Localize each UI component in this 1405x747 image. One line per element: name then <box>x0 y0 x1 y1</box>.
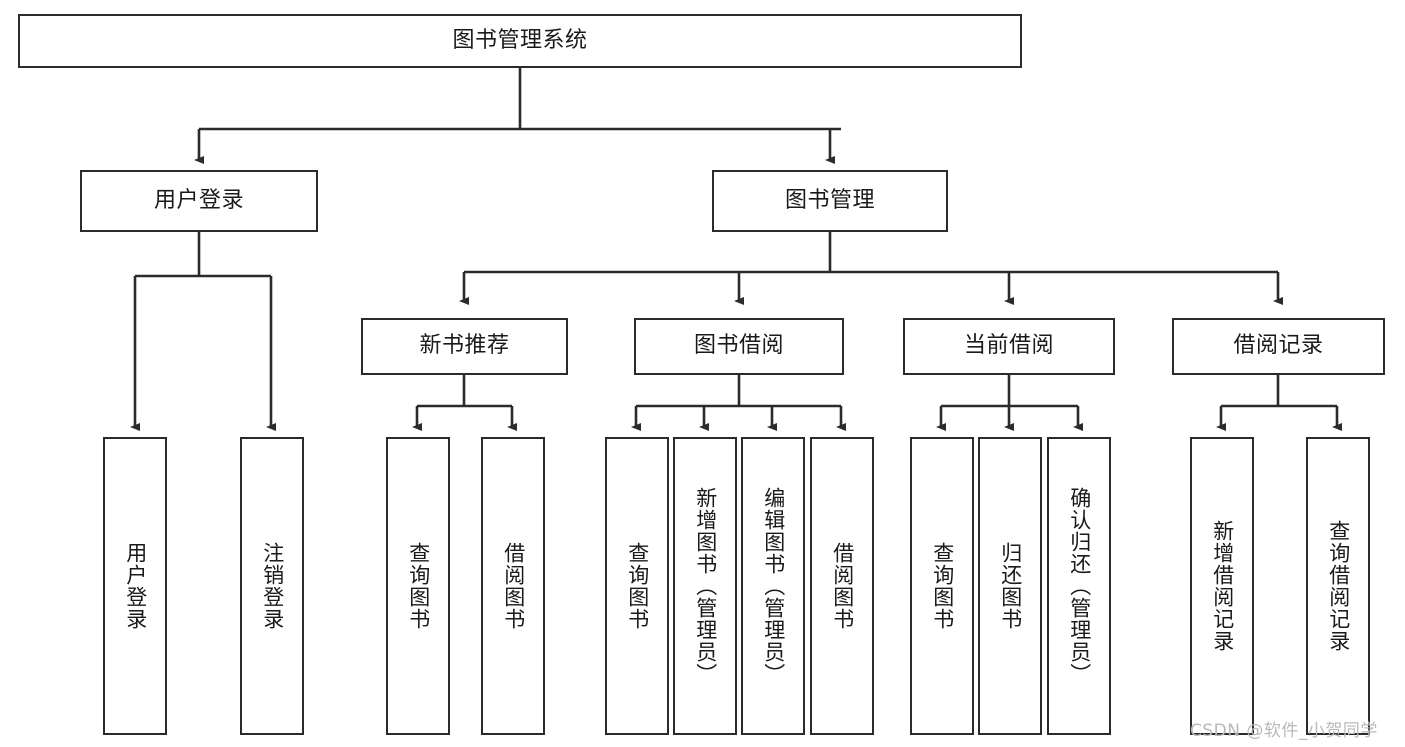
leaf-add-book[interactable]: 新增图书（管理员） <box>673 437 737 735</box>
node-borrow-record[interactable]: 借阅记录 <box>1172 318 1385 375</box>
leaf-borrow-book-1-label: 借阅图书 <box>501 542 526 630</box>
leaf-borrow-book-2-label: 借阅图书 <box>830 542 855 630</box>
node-book-borrow-label: 图书借阅 <box>693 333 784 359</box>
leaf-edit-book-label: 编辑图书（管理员） <box>761 487 786 685</box>
node-book-borrow[interactable]: 图书借阅 <box>634 318 844 375</box>
node-new-book-recommend-label: 新书推荐 <box>419 333 510 359</box>
node-user-login[interactable]: 用户登录 <box>80 170 318 232</box>
node-book-management[interactable]: 图书管理 <box>712 170 948 232</box>
leaf-query-book-1[interactable]: 查询图书 <box>386 437 450 735</box>
leaf-add-book-label: 新增图书（管理员） <box>693 487 718 685</box>
leaf-borrow-book-2[interactable]: 借阅图书 <box>810 437 874 735</box>
leaf-confirm-return-label: 确认归还（管理员） <box>1067 487 1092 685</box>
node-new-book-recommend[interactable]: 新书推荐 <box>361 318 568 375</box>
leaf-query-book-3-label: 查询图书 <box>930 542 955 630</box>
leaf-edit-book[interactable]: 编辑图书（管理员） <box>741 437 805 735</box>
leaf-user-login-label: 用户登录 <box>123 542 148 630</box>
leaf-add-record[interactable]: 新增借阅记录 <box>1190 437 1254 735</box>
leaf-borrow-book-1[interactable]: 借阅图书 <box>481 437 545 735</box>
node-user-login-label: 用户登录 <box>153 187 244 213</box>
node-current-borrow[interactable]: 当前借阅 <box>903 318 1115 375</box>
leaf-query-record-label: 查询借阅记录 <box>1326 520 1351 652</box>
leaf-user-login[interactable]: 用户登录 <box>103 437 167 735</box>
node-borrow-record-label: 借阅记录 <box>1233 333 1324 359</box>
leaf-add-record-label: 新增借阅记录 <box>1210 520 1235 652</box>
leaf-query-record[interactable]: 查询借阅记录 <box>1306 437 1370 735</box>
leaf-logout[interactable]: 注销登录 <box>240 437 304 735</box>
leaf-query-book-2[interactable]: 查询图书 <box>605 437 669 735</box>
node-book-management-label: 图书管理 <box>784 187 875 213</box>
node-root-label: 图书管理系统 <box>452 27 588 53</box>
leaf-logout-label: 注销登录 <box>260 542 285 630</box>
leaf-query-book-2-label: 查询图书 <box>625 542 650 630</box>
leaf-return-book-label: 归还图书 <box>998 542 1023 630</box>
leaf-confirm-return[interactable]: 确认归还（管理员） <box>1047 437 1111 735</box>
leaf-query-book-1-label: 查询图书 <box>406 542 431 630</box>
leaf-return-book[interactable]: 归还图书 <box>978 437 1042 735</box>
node-root[interactable]: 图书管理系统 <box>18 14 1022 68</box>
leaf-query-book-3[interactable]: 查询图书 <box>910 437 974 735</box>
node-current-borrow-label: 当前借阅 <box>963 333 1054 359</box>
